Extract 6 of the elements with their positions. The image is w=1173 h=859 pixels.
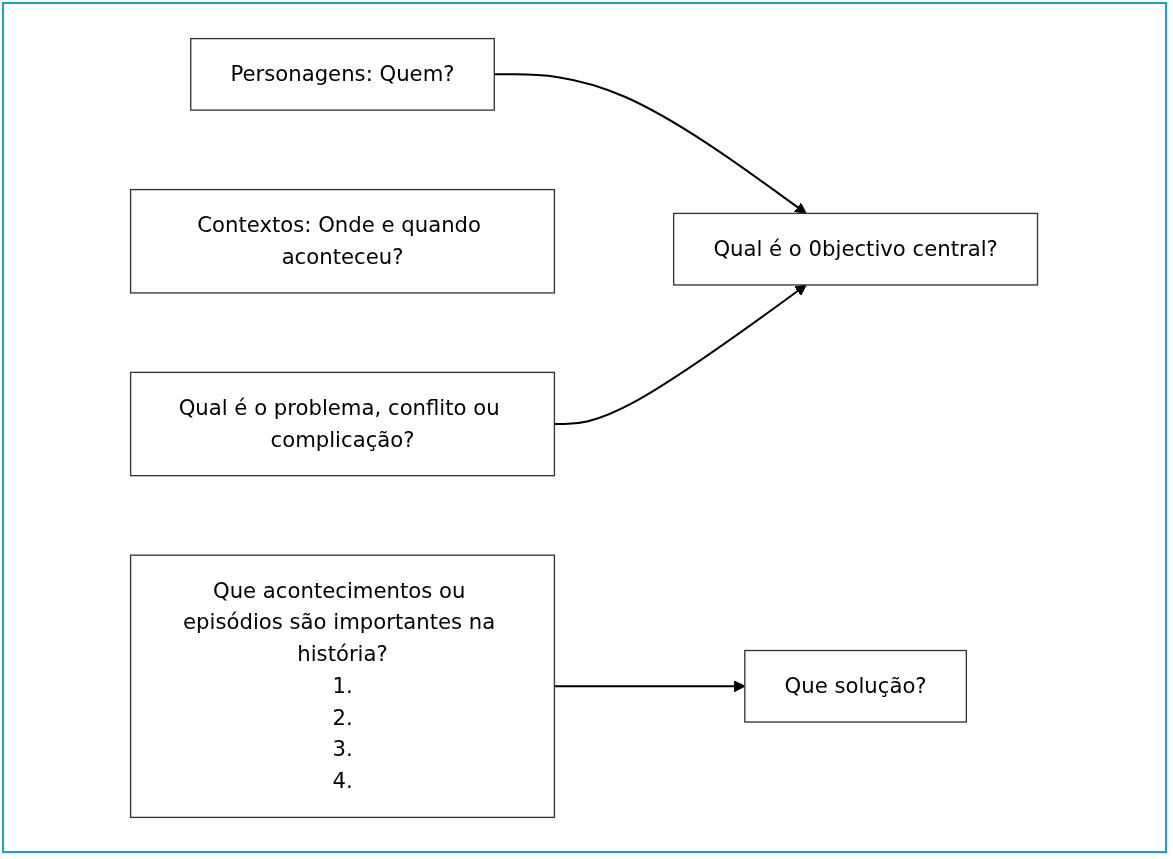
node-box: Qual é o 0bjectivo central? [673, 212, 1039, 286]
node-box: Qual é o problema, conflito ou complicação? [130, 371, 556, 476]
node-box: Personagens: Quem? [190, 37, 496, 111]
node-box: Contextos: Onde e quando aconteceu? [130, 188, 556, 294]
node-box: Que acontecimentos ou episódios são importantes na história? 1. 2. 3. 4. [130, 554, 556, 818]
node-box: Que solução? [744, 649, 968, 723]
